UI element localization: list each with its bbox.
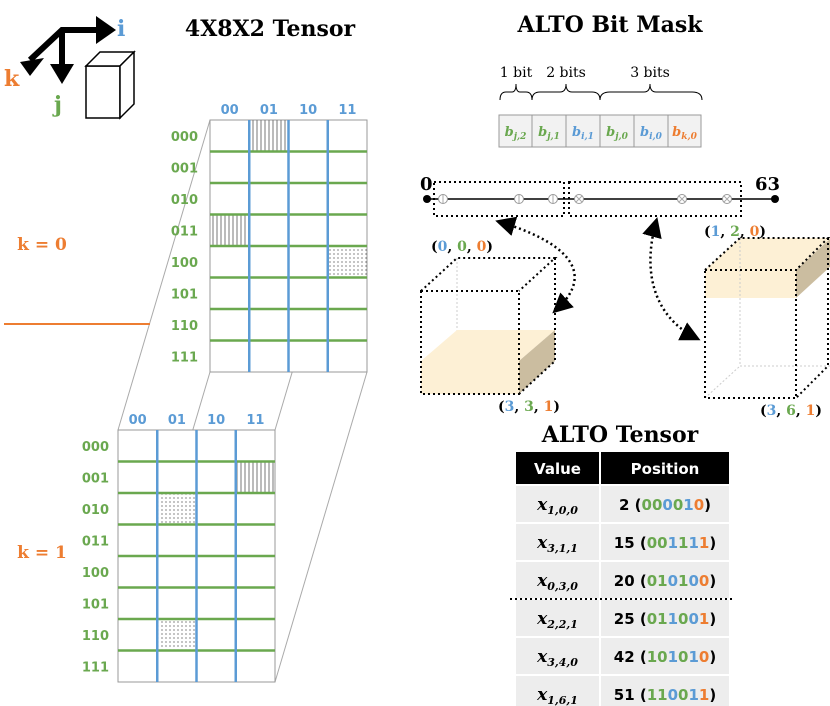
box-right-max: (3, 6, 1): [760, 403, 822, 419]
table-value: x0,3,0: [536, 571, 578, 593]
k1-label: k = 1: [17, 543, 67, 563]
k0-row-label: 001: [171, 161, 198, 176]
bit-group-2: 2 bits: [546, 65, 586, 81]
k0-row-label: 110: [171, 319, 198, 334]
bit-label: bk,0: [672, 125, 697, 142]
k0-row-label: 010: [171, 193, 198, 208]
table-header-position-cell: [601, 452, 729, 484]
k1-row-label: 011: [82, 534, 109, 549]
bit-box: [498, 114, 533, 148]
table-position: 20 (010100): [614, 572, 716, 590]
box-right-min: (1, 2, 0): [704, 224, 766, 240]
line-start: 0: [420, 174, 433, 195]
k0-col-label: 10: [299, 103, 317, 118]
k1-row-label: 000: [82, 440, 109, 455]
k1-row-label: 100: [82, 566, 109, 581]
line-end: 63: [755, 174, 780, 195]
position-line: 0 63: [420, 174, 780, 217]
table-value: x1,0,0: [536, 495, 578, 517]
arrow-right: [642, 217, 701, 341]
table-value: x2,2,1: [536, 609, 578, 631]
table-row-value-cell: [516, 676, 599, 706]
bit-box: [599, 114, 635, 148]
k1-row-label: 101: [82, 597, 109, 612]
k1-col-label: 10: [207, 413, 225, 428]
bit-label: bi,0: [640, 125, 663, 142]
k0-row-label: 111: [171, 350, 198, 365]
k1-col-label: 01: [168, 413, 186, 428]
axes-icon: i k j: [4, 16, 136, 120]
table-header-position: Position: [631, 460, 700, 478]
table-value: x1,6,1: [536, 685, 578, 706]
k0-label: k = 0: [17, 235, 67, 255]
table-position: 51 (110011): [614, 686, 716, 704]
box-left: [420, 257, 558, 395]
k1-row-label: 010: [82, 503, 109, 518]
axis-j-label: j: [52, 92, 62, 118]
k0-row-label: 011: [171, 224, 198, 239]
k1-col-label: 11: [246, 413, 264, 428]
table-row-position-cell: [601, 562, 729, 598]
k1-row-label: 001: [82, 471, 109, 486]
bit-group-3: 3 bits: [630, 65, 670, 81]
table-row-value-cell: [516, 524, 599, 560]
bit-box: [633, 114, 669, 148]
tensor-title: 4X8X2 Tensor: [185, 16, 356, 42]
k0-nonzero-cell-2: [327, 246, 367, 278]
k0-row-label: 101: [171, 287, 198, 302]
table-row-value-cell: [516, 600, 599, 636]
table-header-value: Value: [534, 460, 581, 478]
bit-mask: 1 bit 2 bits 3 bits bj,2 bj,1 bi,1 bj,0 bi,0…: [498, 65, 703, 148]
k0-row-label: 100: [171, 256, 198, 271]
table-value: x3,1,1: [536, 533, 578, 555]
k1-row-label: 110: [82, 629, 109, 644]
bit-group-1: 1 bit: [500, 65, 533, 81]
bit-label: bj,1: [538, 125, 560, 142]
table-row-value-cell: [516, 562, 599, 598]
table-row-position-cell: [601, 676, 729, 706]
box-left-max: (3, 3, 1): [498, 399, 560, 415]
k1-col-label: 00: [129, 413, 147, 428]
table-position: 42 (101010): [614, 648, 716, 666]
bit-label: bi,1: [572, 125, 594, 142]
table-position: 15 (001111): [614, 534, 716, 552]
table-header-value-cell: [516, 452, 599, 484]
k1-nonzero-cell-2: [157, 619, 197, 651]
table-row-value-cell: [516, 638, 599, 674]
table-position: 2 (000010): [619, 496, 711, 514]
bit-box: [565, 114, 601, 148]
bit-box: [667, 114, 702, 148]
k0-col-label: 00: [221, 103, 239, 118]
bit-label: bj,0: [606, 125, 628, 142]
k0-nonzero-cell-0: [249, 120, 289, 152]
k0-nonzero-cell-1: [210, 214, 250, 246]
box-right: [704, 237, 830, 399]
k0-col-label: 01: [260, 103, 278, 118]
bit-box: [531, 114, 567, 148]
table-row-position-cell: [601, 524, 729, 560]
k1-nonzero-cell-1: [157, 493, 197, 525]
k1-nonzero-cell-0: [235, 461, 275, 493]
table-value: x3,4,0: [536, 647, 578, 669]
arrow-left: [495, 216, 576, 314]
box-left-min: (0, 0, 0): [431, 239, 493, 255]
table-row-position-cell: [601, 600, 729, 636]
table-row-position-cell: [601, 638, 729, 674]
axis-k-label: k: [4, 66, 20, 92]
k0-col-label: 11: [338, 103, 356, 118]
table-position: 25 (011001): [614, 610, 716, 628]
alto-title: ALTO Tensor: [541, 422, 699, 448]
axis-i-label: i: [117, 16, 125, 42]
table-row-position-cell: [601, 486, 729, 522]
k0-row-label: 000: [171, 130, 198, 145]
alto-table: Value Position x1,0,0 2 (000010) x3,1,1 15 (0…: [510, 452, 735, 706]
mask-title: ALTO Bit Mask: [517, 12, 704, 38]
bit-label: bj,2: [505, 125, 527, 142]
table-row-value-cell: [516, 486, 599, 522]
k1-row-label: 111: [82, 660, 109, 675]
